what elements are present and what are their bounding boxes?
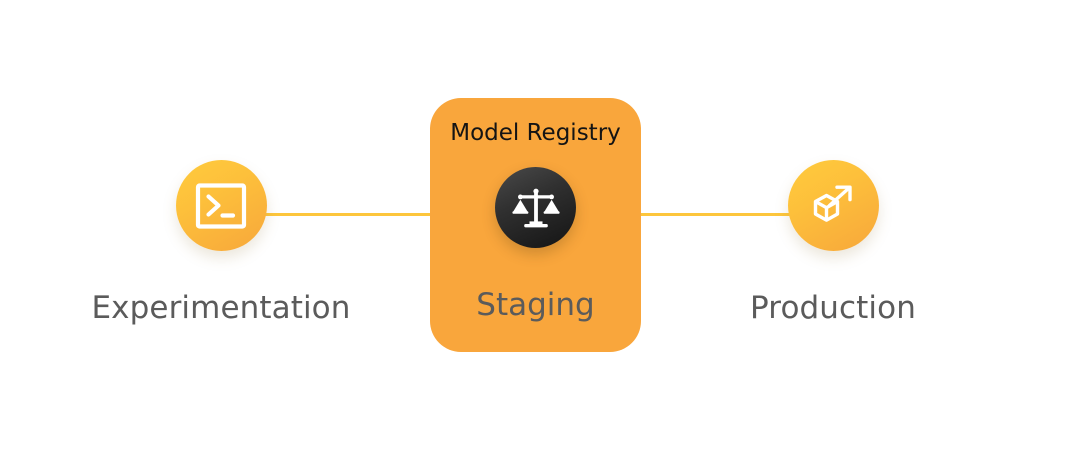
stage-node-production[interactable]: Production (713, 160, 953, 324)
connector-staging-to-production (628, 213, 838, 216)
balance-scales-icon (511, 183, 561, 233)
experimentation-icon-circle[interactable] (175, 160, 267, 251)
stage-label-production: Production (750, 290, 916, 326)
cube-arrow-icon (805, 178, 861, 234)
connector-experimentation-to-staging (258, 213, 448, 216)
model-registry-card[interactable]: Model Registry (430, 98, 641, 352)
production-icon-circle[interactable] (787, 160, 879, 251)
model-registry-title: Model Registry (450, 120, 621, 146)
terminal-icon (193, 178, 249, 234)
model-registry-icon-circle[interactable] (495, 167, 576, 248)
stage-label-experimentation: Experimentation (91, 290, 351, 326)
stage-label-staging: Staging (476, 287, 595, 323)
stage-node-experimentation[interactable]: Experimentation (92, 160, 350, 324)
